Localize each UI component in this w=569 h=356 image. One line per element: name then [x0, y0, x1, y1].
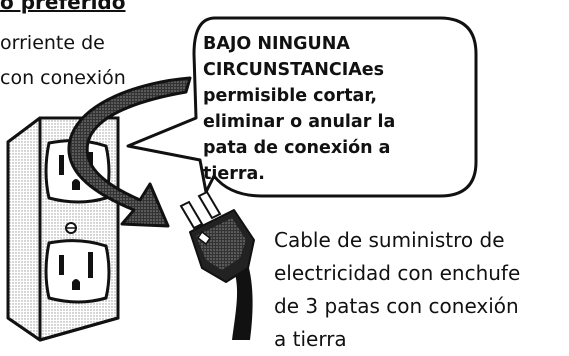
- cable-label-line-4: a tierra: [274, 327, 347, 351]
- left-text-line-2: con conexión: [0, 67, 126, 89]
- warning-line-3: permisible cortar,: [203, 86, 378, 106]
- left-text-line-1: orriente de: [0, 32, 105, 54]
- left-instruction-text: orriente de con conexión: [0, 26, 126, 96]
- warning-line-4: eliminar o anular la: [203, 112, 396, 132]
- receptacle-bottom: [44, 239, 111, 304]
- warning-line-5: pata de conexión a: [203, 138, 391, 158]
- warning-line-1: BAJO NINGUNA: [203, 34, 350, 54]
- cable-label-line-2: electricidad con enchufe: [274, 261, 521, 285]
- section-heading: o preferido: [0, 0, 126, 14]
- warning-callout-bubble: [126, 16, 478, 198]
- curved-arrow: [67, 76, 192, 228]
- cable-label-line-3: de 3 patas con conexión: [274, 294, 519, 318]
- warning-line-2: CIRCUNSTANCIAes: [203, 60, 385, 80]
- plug-icon: [179, 190, 255, 340]
- cable-label: Cable de suministro de electricidad con …: [274, 224, 520, 356]
- warning-text: BAJO NINGUNA CIRCUNSTANCIAes permisible …: [203, 31, 465, 187]
- warning-line-6: tierra.: [203, 164, 265, 184]
- cable-label-line-1: Cable de suministro de: [274, 228, 505, 252]
